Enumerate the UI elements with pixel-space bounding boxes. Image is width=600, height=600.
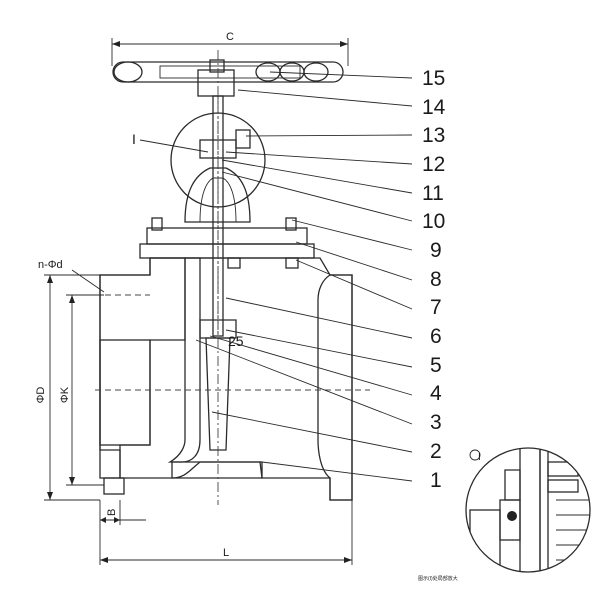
part-number-10: 10: [422, 210, 445, 233]
part-number-7: 7: [430, 296, 442, 319]
left-dimensions: ΦD ΦK n-Φd: [35, 259, 105, 501]
part-number-14: 14: [422, 96, 446, 119]
part-numbers: 15 14 13 12 11 10 9 8 7 6 5 4 3 2 1: [422, 67, 446, 492]
part-number-12: 12: [422, 153, 445, 176]
dim-holes: n-Φd: [38, 259, 63, 271]
part-number-8: 8: [430, 268, 442, 291]
bonnet: I: [132, 112, 266, 223]
part-number-1: 1: [430, 469, 442, 492]
part-number-2: 2: [430, 440, 442, 463]
bottom-dimensions: L B: [99, 500, 353, 565]
footnote: 图示(I)处局部放大: [418, 575, 458, 582]
detail-view-label: I: [478, 452, 481, 463]
dimension-c: C: [111, 31, 349, 66]
leader-lines: [195, 71, 413, 482]
dim-phi-d-outer: ΦD: [35, 387, 47, 404]
part-number-15: 15: [422, 67, 445, 90]
detail-label: I: [132, 131, 136, 147]
handwheel: [112, 59, 344, 97]
bonnet-flange: [139, 217, 315, 269]
valve-body: [99, 257, 353, 501]
part-number-11: 11: [422, 182, 444, 205]
dim-l: L: [223, 547, 229, 559]
dim-b: B: [106, 509, 118, 516]
dim-phi-k: ΦK: [59, 386, 71, 403]
part-number-4: 4: [430, 382, 442, 405]
part-number-13: 13: [422, 124, 445, 147]
part-number-6: 6: [430, 325, 442, 348]
part-number-5: 5: [430, 354, 442, 377]
dim-c-label: C: [226, 31, 234, 43]
part-number-9: 9: [430, 239, 442, 262]
part-number-3: 3: [430, 411, 442, 434]
centerlines: [95, 50, 370, 505]
detail-view: I: [465, 447, 591, 573]
callout-25: 25: [228, 333, 244, 349]
